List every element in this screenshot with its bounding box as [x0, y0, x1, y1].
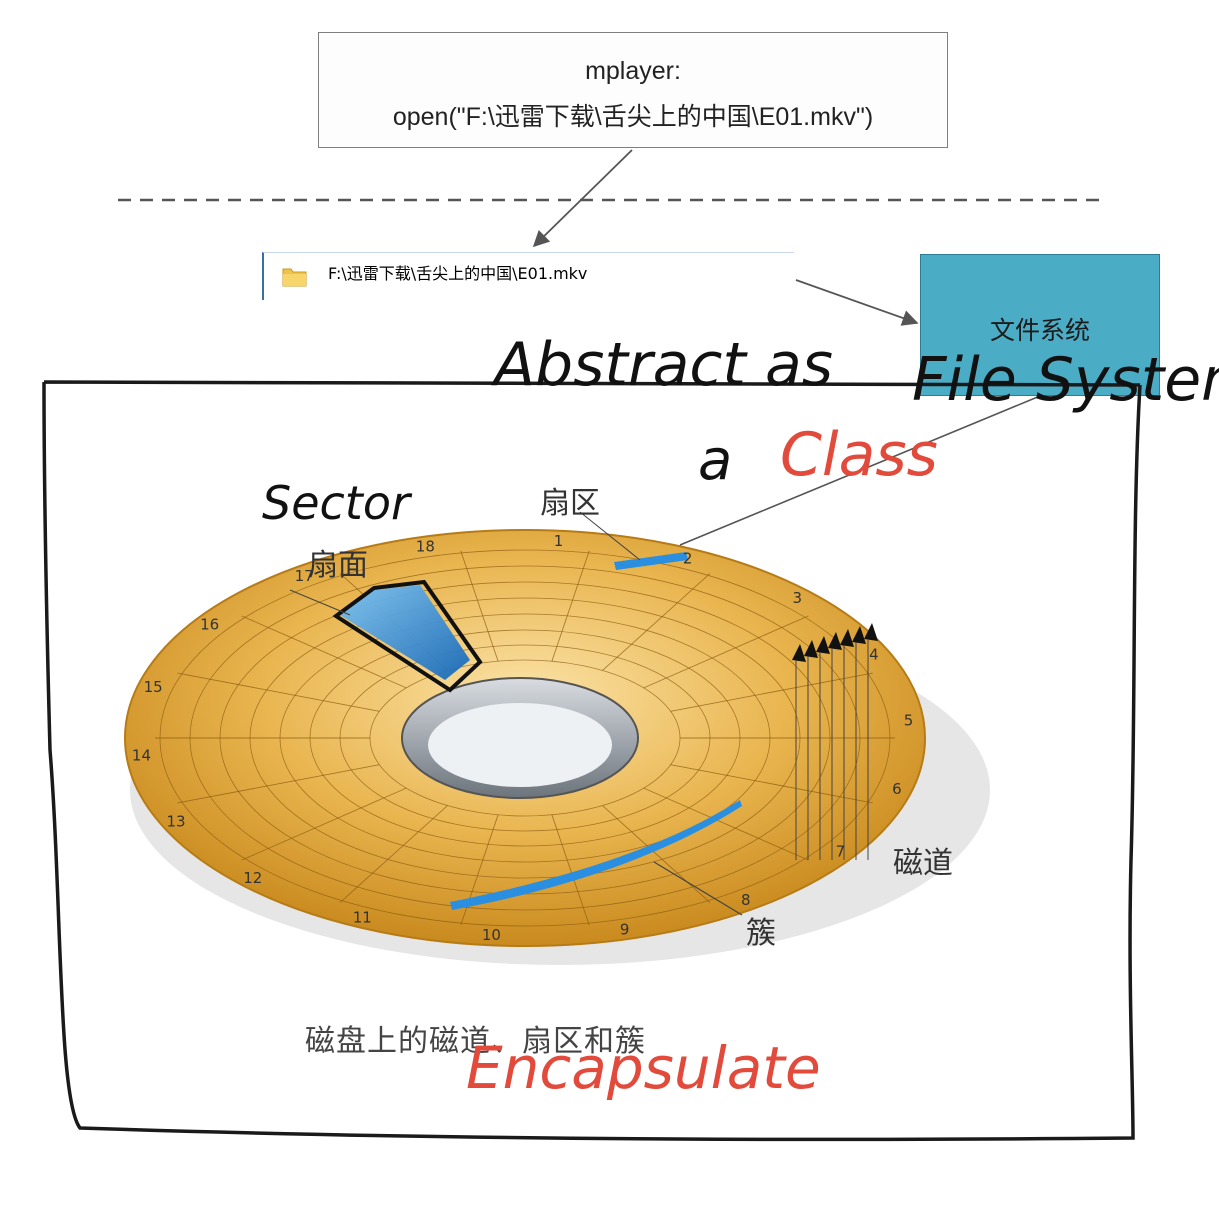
rim-number: 1 [554, 532, 564, 550]
cluster-strip [450, 800, 742, 910]
sector-divider [177, 764, 380, 804]
sector-divider [551, 814, 590, 926]
hand-drawn-frame [42, 380, 1142, 1142]
address-bar [262, 252, 794, 302]
mplayer-label: mplayer: [585, 57, 681, 85]
hand-sector: Sector [262, 476, 410, 530]
rim-number: 15 [144, 678, 163, 696]
rim-number: 10 [482, 926, 501, 944]
disk-spokes [155, 550, 895, 926]
rim-number: 12 [243, 869, 262, 887]
rim-number: 5 [904, 712, 914, 730]
rim-number: 2 [683, 550, 693, 568]
rim-number: 8 [741, 891, 751, 909]
rim-number: 14 [132, 746, 151, 764]
sector-divider [241, 787, 407, 861]
sector-divider [602, 573, 711, 671]
file-system-box: 文件系统 [920, 254, 1160, 396]
disk-hole-inner [428, 703, 612, 787]
surface-label-leader [289, 589, 351, 616]
rim-number: 7 [836, 843, 846, 861]
arrow-path-to-filesystem [795, 279, 919, 326]
sector-divider [643, 615, 809, 689]
open-call-text: open("F:\迅雷下载\舌尖上的中国\E01.mkv") [392, 103, 874, 131]
track-arrows [792, 623, 878, 662]
rim-number: 4 [869, 645, 879, 663]
rim-number: 13 [167, 813, 186, 831]
sector-divider [551, 550, 590, 662]
highlighted-sector [340, 585, 470, 680]
rim-number: 3 [792, 589, 802, 607]
sector-divider [670, 672, 873, 712]
cluster-label-leader [653, 861, 743, 916]
rim-number: 9 [620, 920, 630, 938]
hand-a: a [698, 428, 733, 493]
sector-divider [177, 672, 380, 712]
sector-divider [670, 764, 873, 804]
sector-divider [643, 787, 809, 861]
rim-number: 17 [295, 567, 314, 585]
mplayer-call-box: mplayer: open("F:\迅雷下载\舌尖上的中国\E01.mkv") [318, 32, 948, 148]
sector-label-leader [579, 511, 641, 561]
sector-divider [339, 805, 448, 903]
label-cluster-cn: 簇 [746, 916, 776, 951]
sector-divider [602, 805, 711, 903]
rim-number: 11 [353, 908, 372, 926]
disk-caption: 磁盘上的磁道、扇区和簇 [305, 1024, 646, 1059]
hand-encapsulate: Encapsulate [466, 1034, 821, 1102]
label-track-cn: 磁道 [893, 846, 953, 881]
rim-number: 6 [892, 780, 902, 798]
sector-strip [614, 552, 688, 570]
sector-divider [241, 615, 407, 689]
folder-icon [282, 268, 307, 287]
label-surface-cn: 扇面 [308, 548, 368, 583]
hand-abstract-as: Abstract as [494, 330, 833, 400]
arrow-open-to-path [532, 149, 633, 248]
hand-class: Class [780, 420, 938, 490]
rim-number: 16 [200, 615, 219, 633]
sector-outline [332, 579, 483, 693]
track-leader-lines [795, 639, 869, 860]
hand-file-system: File System [912, 345, 1219, 415]
file-system-label: 文件系统 [989, 316, 1090, 345]
selected-path-text[interactable]: F:\迅雷下载\舌尖上的中国\E01.mkv [328, 264, 588, 283]
address-bar-frame [262, 252, 794, 300]
label-sector-cn: 扇区 [540, 486, 600, 521]
class-pointer-line [679, 395, 1041, 546]
sector-divider [460, 550, 499, 662]
rim-number: 18 [416, 538, 435, 556]
